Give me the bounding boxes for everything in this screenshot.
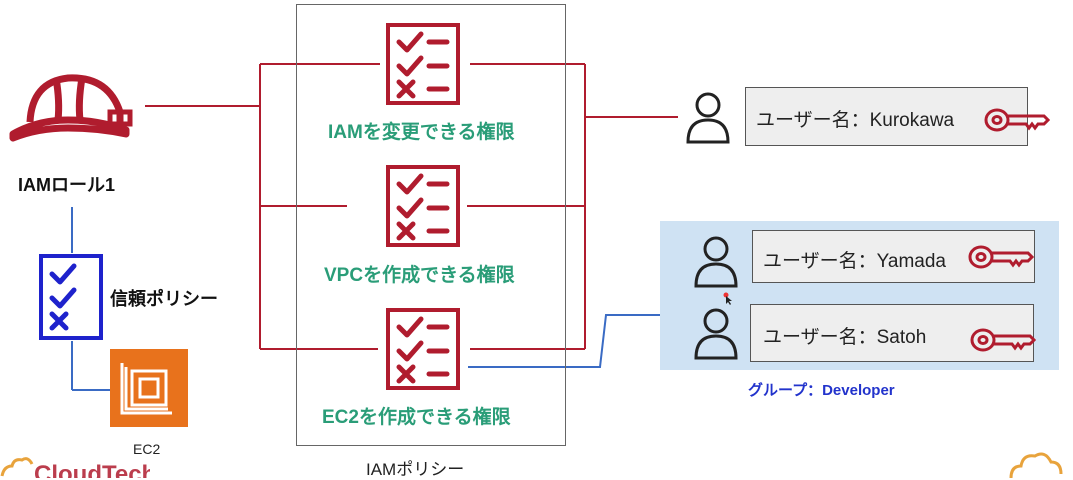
- user-icon: [694, 308, 738, 360]
- group-label: グループ：Developer: [748, 382, 895, 399]
- user-icon: [686, 92, 730, 144]
- user-label-yamada: ユーザー名：Yamada: [763, 251, 946, 272]
- checklist-icon: [386, 23, 460, 105]
- cloud-logo-icon: CloudTech: [0, 457, 150, 478]
- svg-text:CloudTech: CloudTech: [34, 461, 150, 478]
- hardhat-icon: [9, 74, 133, 142]
- mouse-pointer-icon: [723, 292, 732, 305]
- trust-policy-checklist-icon: [39, 254, 103, 340]
- policy-label-iam: IAMを変更できる権限: [328, 122, 515, 143]
- role-label: IAMロール1: [18, 175, 116, 195]
- iam-policy-caption: IAMポリシー: [366, 460, 465, 479]
- key-icon: [968, 245, 1034, 269]
- ec2-label: EC2: [133, 441, 161, 457]
- policy-label-ec2: EC2を作成できる権限: [322, 407, 511, 428]
- iam-policy-container: [296, 4, 566, 446]
- key-icon: [984, 108, 1050, 132]
- checklist-icon: [386, 308, 460, 390]
- user-icon: [694, 236, 738, 288]
- checklist-icon: [386, 165, 460, 247]
- key-icon: [970, 328, 1036, 352]
- trust-policy-label: 信頼ポリシー: [110, 289, 218, 309]
- user-box-kurokawa: ユーザー名：Kurokawa: [745, 87, 1028, 146]
- ec2-chip-icon: [110, 349, 188, 427]
- user-label-satoh: ユーザー名：Satoh: [763, 327, 927, 348]
- user-box-satoh: ユーザー名：Satoh: [750, 304, 1034, 362]
- user-label-kurokawa: ユーザー名：Kurokawa: [756, 110, 955, 131]
- user-box-yamada: ユーザー名：Yamada: [752, 230, 1035, 283]
- cloud-logo-icon: [1009, 452, 1063, 478]
- policy-label-vpc: VPCを作成できる権限: [324, 265, 515, 286]
